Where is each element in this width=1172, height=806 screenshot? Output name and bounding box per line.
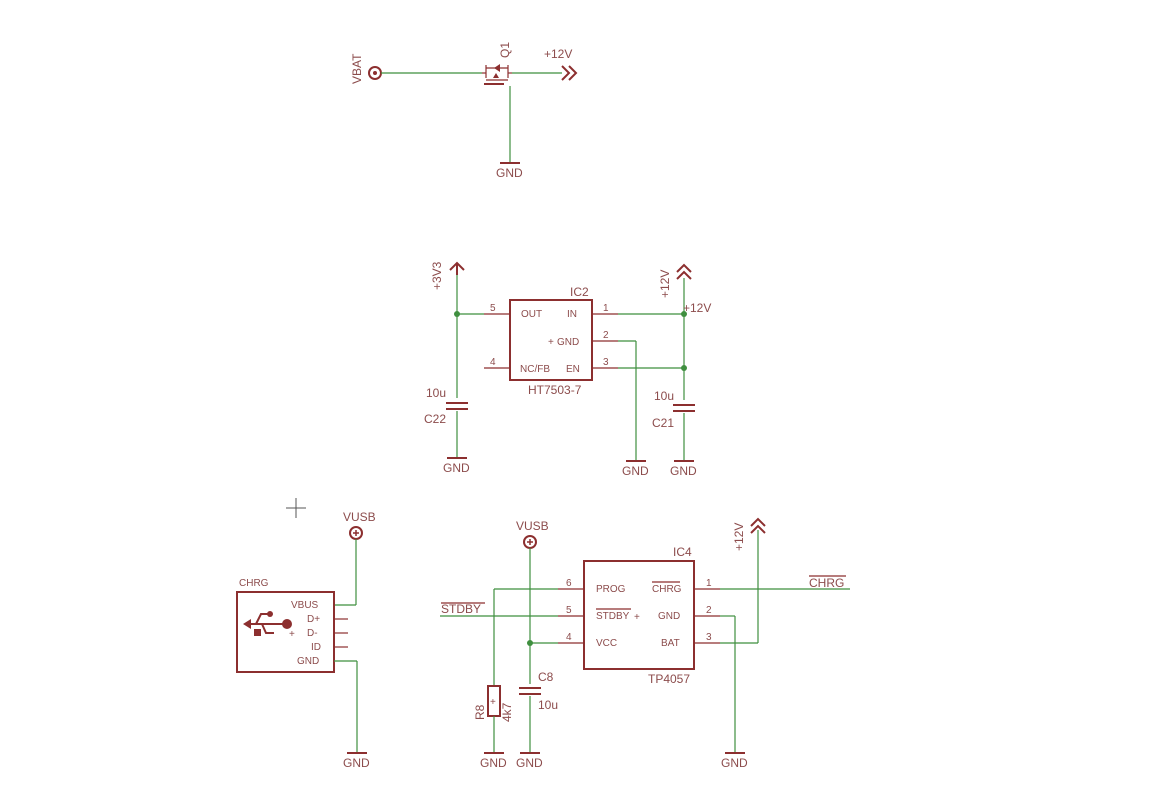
gnd-usb-label: GND (343, 756, 370, 770)
chrg-net-label: CHRG (809, 576, 844, 590)
r8-origin-mark: + (490, 697, 496, 708)
ic2-pin-out: OUT (521, 309, 542, 320)
c8-value: 10u (538, 698, 558, 712)
ic4-pin-prog: PROG (596, 584, 626, 595)
ic4-value: TP4057 (648, 672, 690, 686)
r8-name: R8 (473, 704, 487, 720)
usb-connector[interactable] (236, 591, 335, 673)
ic4-num-4: 4 (566, 632, 572, 643)
junction-3v3 (454, 311, 460, 317)
gnd-ic4-label: GND (721, 756, 748, 770)
p12v-top-label: +12V (544, 47, 572, 61)
vusb-left-supply (349, 526, 363, 540)
vusb-mid-supply (523, 535, 537, 549)
p12v-chg-label: +12V (732, 523, 746, 551)
q1-mosfet[interactable] (482, 64, 512, 85)
usb-pin-gnd: GND (297, 656, 319, 667)
p12v-top-supply (561, 65, 578, 81)
ic4-name: IC4 (673, 545, 692, 559)
ic4-pin-stdby: STDBY (596, 611, 630, 622)
ic2-pin-en: EN (566, 364, 580, 375)
stdby-net-label: STDBY (441, 602, 481, 616)
c21-value: 10u (654, 389, 674, 403)
usb-pin-vbus: VBUS (291, 600, 319, 611)
p3v3-label: +3V3 (430, 261, 444, 290)
ic2-origin-mark: + (548, 337, 554, 348)
ic4-num-3: 3 (706, 632, 712, 643)
gnd-c22-label: GND (443, 461, 470, 475)
junction-12v-en (681, 365, 687, 371)
crosshair-cursor-icon (286, 498, 306, 518)
junction-12v-in (681, 311, 687, 317)
c22-name: C22 (424, 412, 446, 426)
ic2-num-5: 5 (490, 303, 496, 314)
ic2-regulator[interactable] (509, 299, 593, 381)
gnd-c21-label: GND (670, 464, 697, 478)
ic2-num-2: 2 (603, 330, 609, 341)
p12v-chg-supply (750, 517, 766, 534)
ic2-value: HT7503-7 (528, 383, 582, 397)
p3v3-supply (449, 261, 465, 275)
ic4-num-5: 5 (566, 605, 572, 616)
usb-pin-id: ID (311, 642, 321, 653)
r8-value: 4k7 (500, 702, 514, 722)
p12v-reg-net-label: +12V (683, 301, 711, 315)
ic4-num-2: 2 (706, 605, 712, 616)
vbat-connector[interactable] (368, 66, 382, 80)
vusb-left-label: VUSB (343, 510, 376, 524)
gnd-r8-label: GND (480, 756, 507, 770)
gnd-q1-label: GND (496, 166, 523, 180)
gnd-c8-label: GND (516, 756, 543, 770)
c21-capacitor[interactable] (673, 404, 695, 412)
c22-capacitor[interactable] (446, 402, 468, 410)
vbat-label: VBAT (350, 53, 364, 84)
ic2-num-3: 3 (603, 357, 609, 368)
ic2-num-4: 4 (490, 357, 496, 368)
usb-pin-dp: D+ (307, 614, 320, 625)
ic4-pin-bat: BAT (661, 638, 680, 649)
c22-value: 10u (426, 386, 446, 400)
c21-name: C21 (652, 416, 674, 430)
usb-icon (243, 611, 292, 636)
ic4-pin-gnd: GND (658, 611, 680, 622)
gnd-ic2-label: GND (622, 464, 649, 478)
usb-connector-name: CHRG (239, 578, 269, 589)
p12v-reg-supply (676, 263, 692, 280)
ic2-num-1: 1 (603, 303, 609, 314)
vusb-mid-label: VUSB (516, 519, 549, 533)
p12v-reg-rot-label: +12V (658, 270, 672, 298)
ic4-num-6: 6 (566, 578, 572, 589)
c8-name: C8 (538, 670, 554, 684)
usb-origin-mark: + (289, 629, 295, 640)
ic4-num-1: 1 (706, 578, 712, 589)
ic2-pin-gnd: GND (557, 337, 579, 348)
ic4-pin-chrg: CHRG (652, 584, 682, 595)
ic2-pin-in: IN (567, 309, 577, 320)
ic4-origin-mark: + (634, 612, 640, 623)
ic4-pin-vcc: VCC (596, 638, 617, 649)
usb-pin-dm: D- (307, 628, 318, 639)
q1-label: Q1 (498, 42, 512, 58)
ic2-pin-ncfb: NC/FB (520, 364, 550, 375)
ic2-name: IC2 (570, 285, 589, 299)
junction-vusb (527, 640, 533, 646)
ic4-charger[interactable] (583, 560, 695, 670)
c8-capacitor[interactable] (519, 687, 541, 695)
